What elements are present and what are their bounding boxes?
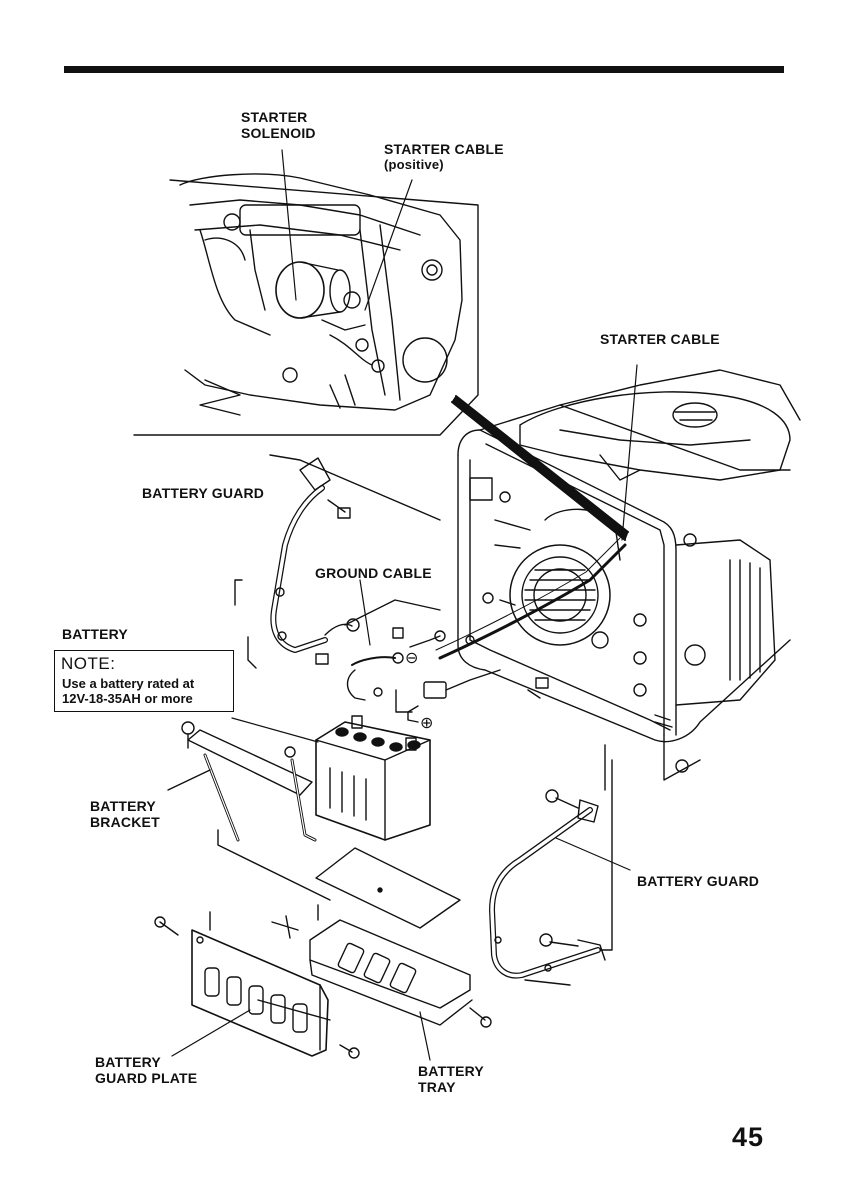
label-starter-cable: STARTER CABLE [600,331,720,347]
label-starter-cable-positive: STARTER CABLE (positive) [384,141,504,173]
label-battery-bracket: BATTERY BRACKET [90,798,160,830]
battery-guard-upper [235,455,440,668]
positive-terminal-symbol: ⊕ [420,716,434,732]
label-battery-guard-plate: BATTERY GUARD PLATE [95,1054,197,1086]
battery-guard-lower [492,745,630,985]
starter-inset [134,150,628,540]
page-number: 45 [732,1122,764,1153]
battery-guard-plate [155,912,359,1058]
battery-drawing [232,716,430,840]
note-body: Use a battery rated at 12V-18-35AH or mo… [62,676,194,706]
ground-cable [316,580,548,722]
label-battery-guard-right: BATTERY GUARD [637,873,759,889]
label-starter-solenoid: STARTER SOLENOID [241,109,316,141]
battery-bracket [168,722,330,900]
note-title: NOTE: [61,654,115,674]
note-box: NOTE: Use a battery rated at 12V-18-35AH… [54,650,234,712]
label-battery-guard-top: BATTERY GUARD [142,485,264,501]
generator-frame [436,365,800,780]
label-ground-cable: GROUND CABLE [315,565,432,581]
label-battery: BATTERY [62,626,128,642]
negative-terminal-symbol: ⊖ [405,651,419,667]
label-battery-tray: BATTERY TRAY [418,1063,484,1095]
